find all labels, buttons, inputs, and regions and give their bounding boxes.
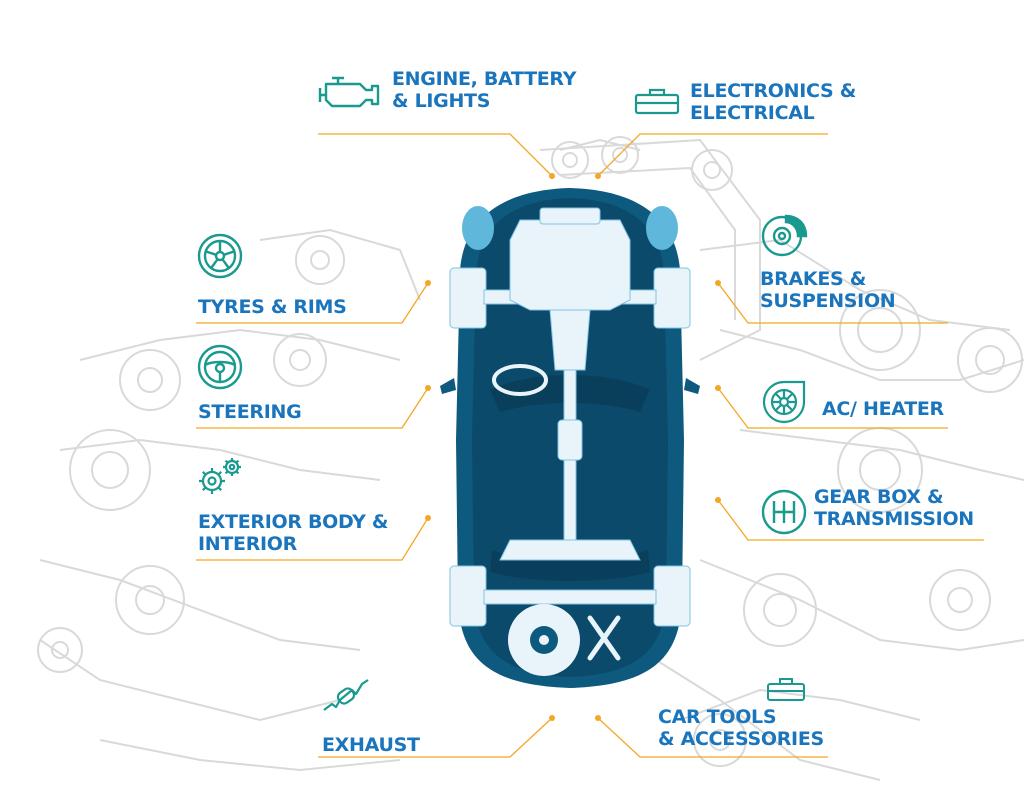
car-cutaway-illustration [440, 188, 700, 688]
category-gearbox-line1: GEAR BOX & [814, 486, 944, 508]
exhaust-pipe-icon [323, 679, 369, 711]
category-engine-line1: ENGINE, BATTERY [392, 68, 577, 90]
category-steering[interactable]: STEERING [198, 401, 302, 423]
steering-wheel-shape [492, 364, 548, 396]
category-brakes-line2: SUSPENSION [760, 290, 896, 312]
turbo-fan-icon [762, 380, 806, 424]
category-electronics-line2: ELECTRICAL [690, 102, 815, 124]
rear-right-wheel [653, 565, 691, 627]
category-exterior-line1: EXTERIOR BODY & [198, 511, 389, 533]
wheel-rim-icon [197, 233, 243, 279]
brake-disc-icon [761, 214, 808, 257]
front-left-wheel [449, 267, 487, 329]
category-steering-line1: STEERING [198, 401, 302, 423]
gear-shift-icon [761, 489, 807, 535]
category-tyres-line1: TYRES & RIMS [198, 296, 347, 318]
category-exterior-line2: INTERIOR [198, 533, 297, 555]
category-tools-line1: CAR TOOLS [658, 706, 777, 728]
category-ac[interactable]: AC/ HEATER [822, 398, 944, 420]
steering-wheel-icon [197, 344, 243, 390]
category-gearbox[interactable]: GEAR BOX & TRANSMISSION [814, 486, 974, 530]
category-exhaust-line1: EXHAUST [322, 734, 420, 756]
toolbox-icon [767, 678, 805, 701]
category-engine-line2: & LIGHTS [392, 90, 491, 112]
rear-left-wheel [449, 565, 487, 627]
category-electronics[interactable]: ELECTRONICS & ELECTRICAL [690, 80, 856, 124]
toolbox-icon [634, 88, 680, 115]
category-gearbox-line2: TRANSMISSION [814, 508, 974, 530]
category-electronics-line1: ELECTRONICS & [690, 80, 856, 102]
category-tyres[interactable]: TYRES & RIMS [198, 296, 347, 318]
category-tools[interactable]: CAR TOOLS & ACCESSORIES [658, 706, 824, 750]
engine-icon [318, 76, 380, 108]
category-exhaust[interactable]: EXHAUST [322, 734, 420, 756]
category-ac-line1: AC/ HEATER [822, 398, 944, 420]
category-engine[interactable]: ENGINE, BATTERY & LIGHTS [392, 68, 576, 112]
category-brakes-line1: BRAKES & [760, 268, 866, 290]
rear-axle [483, 589, 657, 605]
category-brakes[interactable]: BRAKES & SUSPENSION [760, 268, 896, 312]
front-right-wheel [653, 267, 691, 329]
gears-icon [199, 458, 241, 494]
category-tools-line2: & ACCESSORIES [658, 728, 824, 750]
category-exterior[interactable]: EXTERIOR BODY & INTERIOR [198, 511, 388, 555]
